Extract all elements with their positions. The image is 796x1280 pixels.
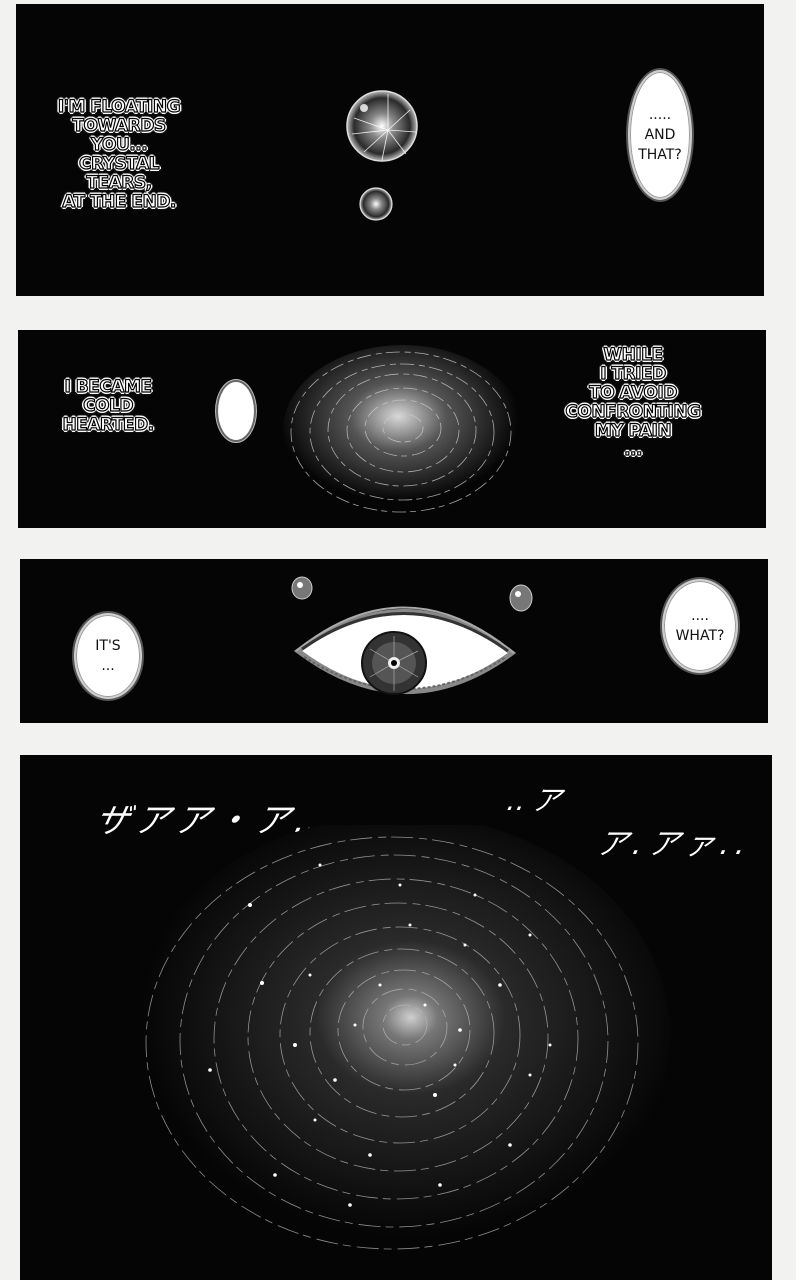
speech-bubble-left: IT'S ... xyxy=(74,613,142,699)
panel-3: IT'S ... .... WHAT? xyxy=(20,559,768,723)
crystal-tear-small-icon xyxy=(359,187,393,221)
sound-effect-right-top: ‥ア xyxy=(504,784,570,817)
narration-text: I'M FLOATING TOWARDS YOU... CRYSTAL TEAR… xyxy=(57,97,181,212)
narration-left-text: I BECAME COLD HEARTED. xyxy=(62,377,155,435)
crystal-tear-large-icon xyxy=(346,90,418,162)
narration-right-text: WHILE I TRIED TO AVOID CONFRONTING MY PA… xyxy=(565,345,702,460)
starry-galaxy-icon xyxy=(130,825,670,1255)
eye-icon xyxy=(293,606,517,695)
vortex-swirl-icon xyxy=(283,345,523,515)
panel-4: ザアア・ア‥ ‥ア ア.アァ.. xyxy=(20,755,772,1280)
speech-bubble: ..... AND THAT? xyxy=(628,70,692,200)
tear-drop-left-icon xyxy=(291,576,313,600)
tear-drop-right-icon xyxy=(509,584,533,612)
panel-2: I BECAME COLD HEARTED. WHILE I TRIED TO … xyxy=(18,330,766,528)
panel-1: I'M FLOATING TOWARDS YOU... CRYSTAL TEAR… xyxy=(16,4,764,296)
speech-bubble-right: .... WHAT? xyxy=(662,579,738,673)
tear-drop-icon xyxy=(218,382,254,440)
